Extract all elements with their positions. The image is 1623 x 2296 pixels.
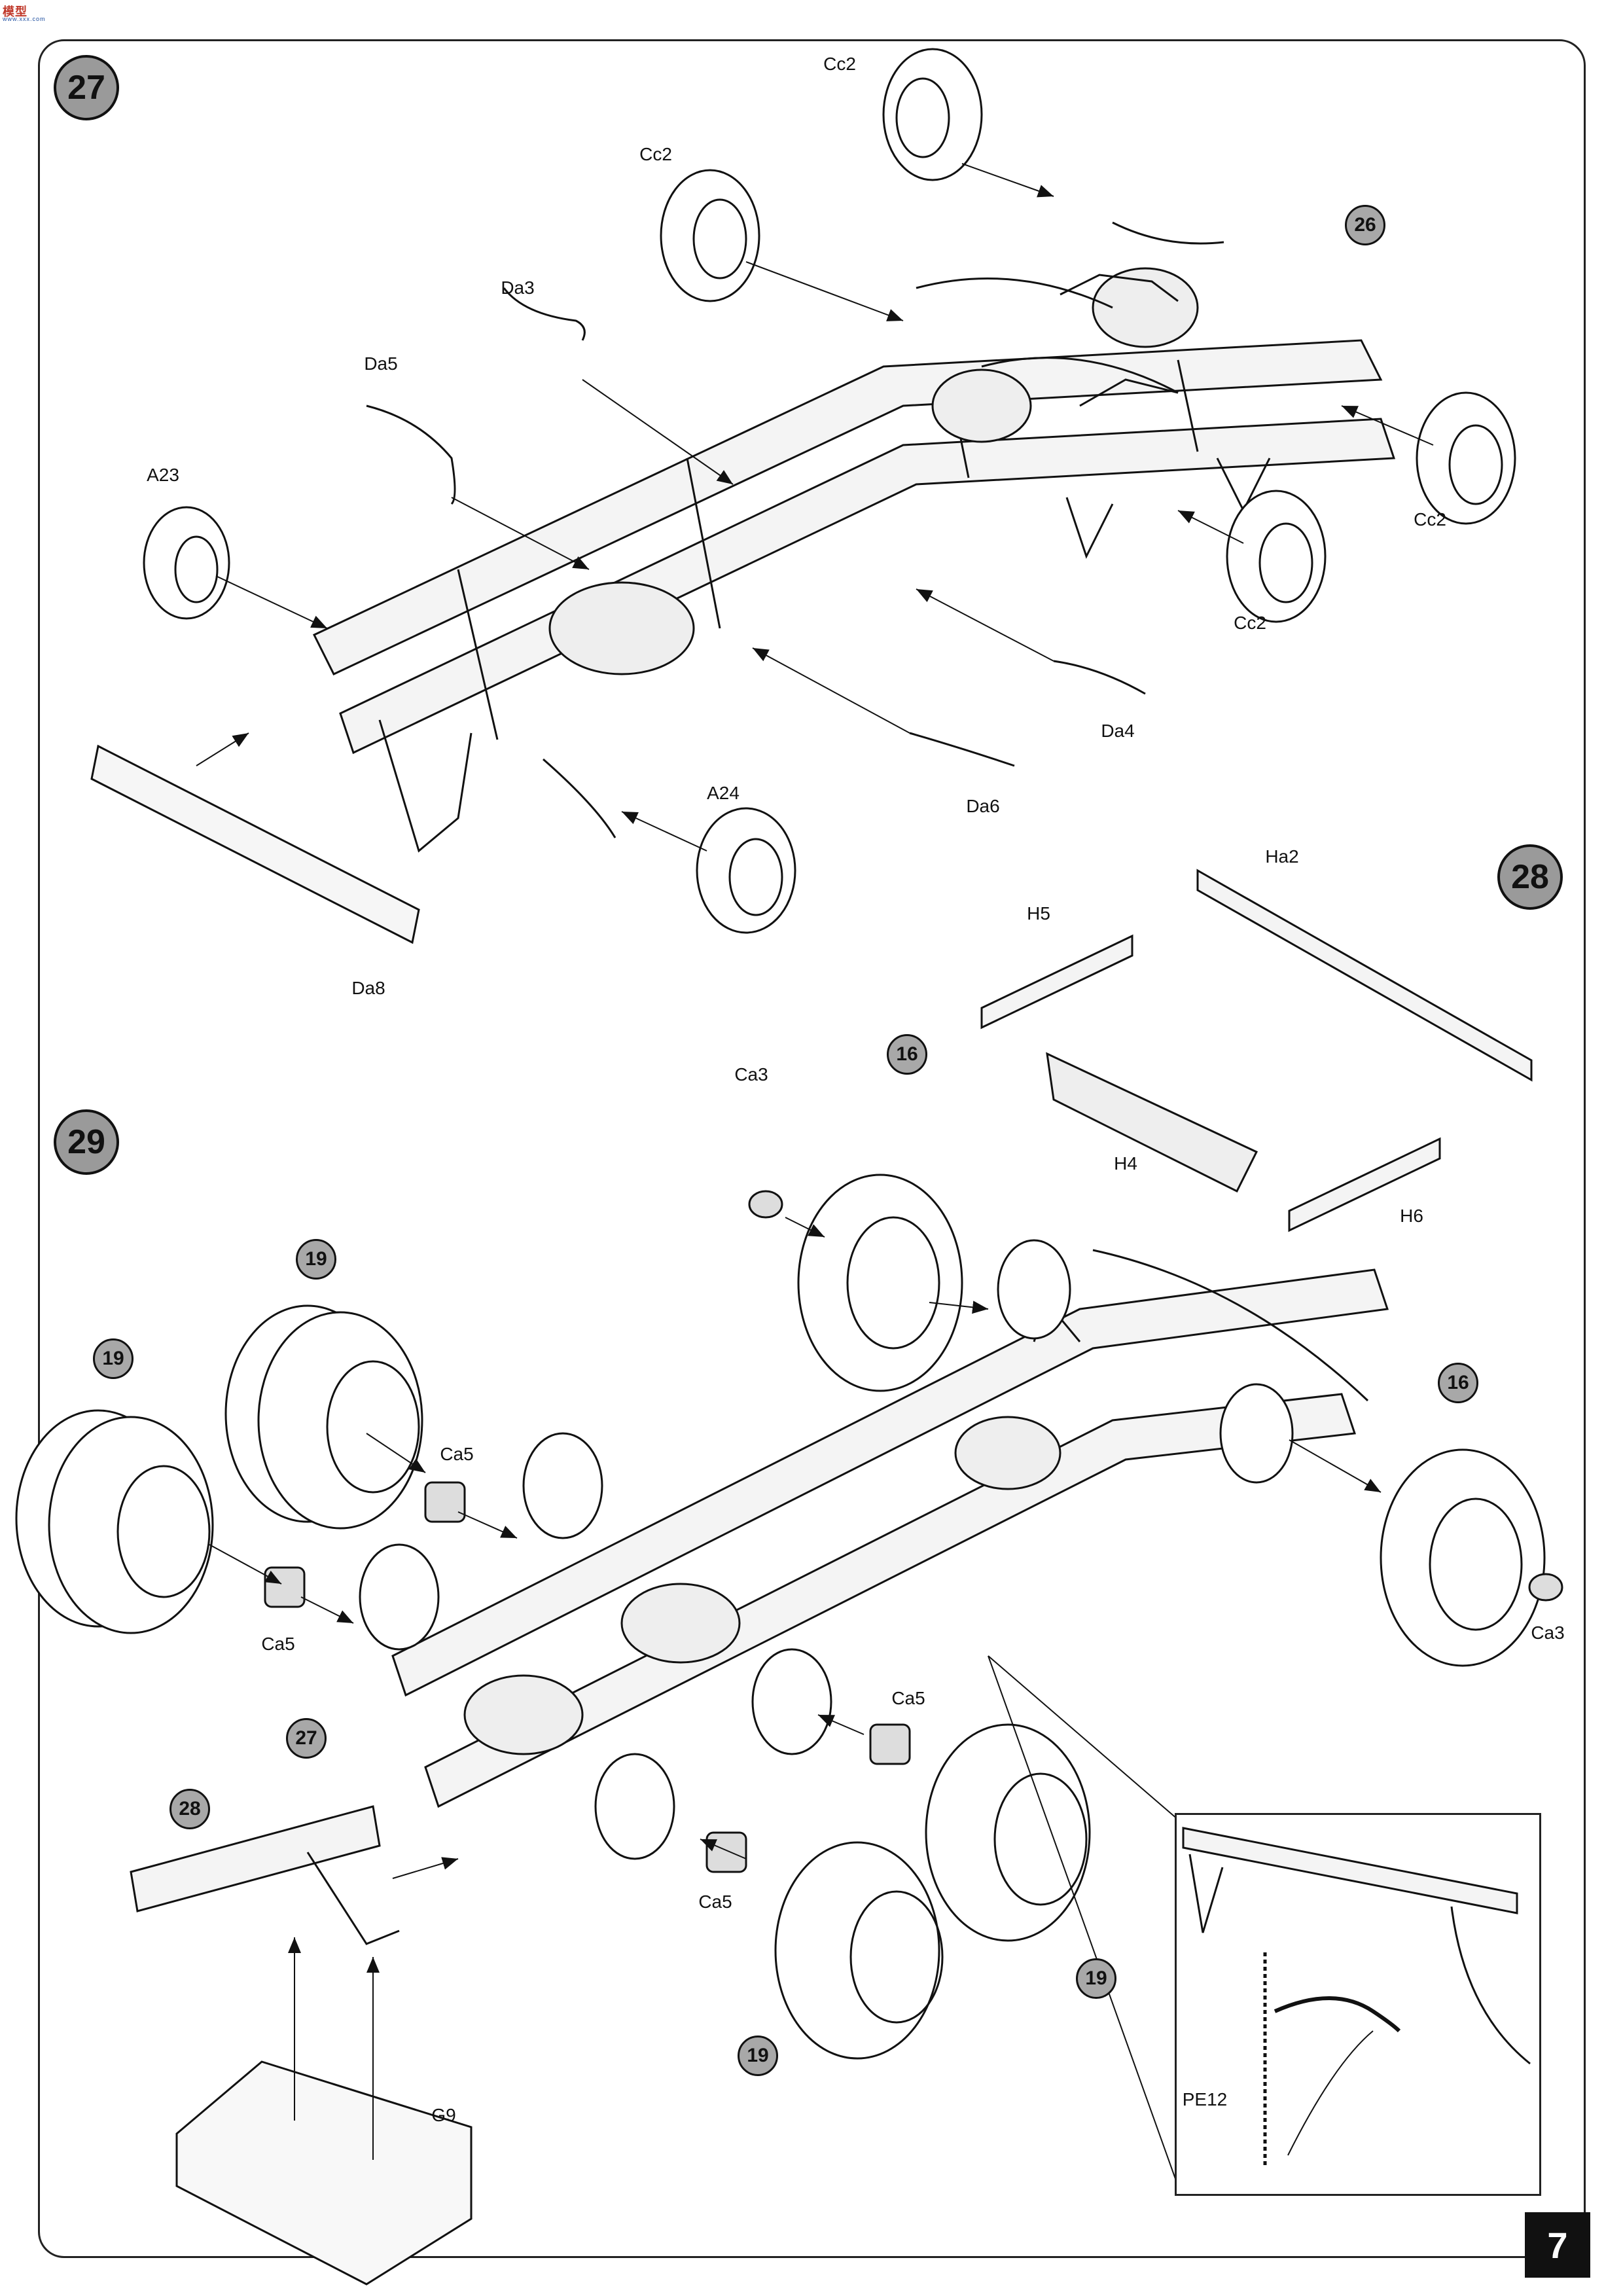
part-label-ca3: Ca3 [734,1064,768,1085]
sub-ref-19: 19 [296,1239,336,1280]
part-label-da6: Da6 [966,796,1000,816]
part-label-a23: A23 [147,465,179,485]
part-label-da4: Da4 [1101,721,1135,741]
step27-arrows [196,163,1434,852]
part-label-ca5: Ca5 [698,1892,732,1912]
step29-frame-end [130,1805,400,1945]
step29-wheels [15,1174,1546,2060]
part-label-da5: Da5 [364,353,398,374]
part-label-cc2: Cc2 [639,144,672,164]
sub-ref-27: 27 [286,1718,327,1759]
page-frame [38,39,1586,2258]
sub-ref-19: 19 [738,2036,778,2076]
sub-ref-text: 16 [896,1043,918,1065]
step27-front-bumper [90,744,420,944]
page-number: 7 [1525,2212,1590,2278]
sub-ref-text: 19 [102,1348,124,1369]
step-badge-28: 28 [1497,844,1563,910]
part-label-h5: H5 [1027,903,1050,924]
part-label-cc2: Cc2 [823,54,856,74]
sub-ref-16: 16 [1438,1363,1478,1403]
sub-ref-19: 19 [93,1338,134,1379]
step-badge-29: 29 [54,1109,119,1175]
part-label-ca5: Ca5 [891,1688,925,1708]
sub-ref-26: 26 [1345,205,1385,245]
detail-inset-illustration [1182,1827,1531,2168]
detail-inset: PE12 [1175,1813,1541,2196]
page-number-text: 7 [1547,2224,1568,2266]
part-label-da3: Da3 [501,278,535,298]
part-label-ca5: Ca5 [261,1634,295,1654]
sub-ref-19: 19 [1076,1958,1116,1999]
sub-ref-text: 19 [747,2045,769,2066]
sub-ref-28: 28 [169,1789,210,1829]
step28-crossmember [980,869,1533,1232]
step27-wheels [143,48,1516,934]
step27-chassis-frame [312,221,1396,853]
part-label-ca5: Ca5 [440,1444,474,1464]
step29-inset-callout-lines [988,1655,1179,2187]
step-number: 27 [67,69,105,107]
part-label-cc2: Cc2 [1414,509,1446,529]
sub-ref-16: 16 [887,1034,927,1075]
brand-logo: 模型 www.xxx.com [3,3,48,22]
part-label-h4: H4 [1114,1153,1137,1174]
step-number: 28 [1511,858,1549,896]
sub-ref-text: 28 [179,1798,201,1820]
step29-plate [175,1937,473,2286]
sub-ref-text: 16 [1447,1372,1469,1393]
part-label-da8: Da8 [351,978,385,998]
sub-ref-text: 19 [305,1248,327,1270]
step29-arrows [209,1217,1382,1879]
brand-logo-sub: www.xxx.com [3,16,46,22]
sub-ref-text: 26 [1354,214,1376,236]
part-label-h6: H6 [1400,1206,1423,1226]
part-label-ca3: Ca3 [1531,1623,1565,1643]
step-badge-27: 27 [54,55,119,120]
brand-logo-text: 模型 [3,5,27,18]
step-number: 29 [67,1123,105,1161]
part-label-g9: G9 [431,2105,456,2125]
sub-ref-text: 27 [295,1727,317,1749]
part-label-a24: A24 [707,783,740,803]
step27-brackets [366,287,1146,767]
part-label-cc2: Cc2 [1234,613,1266,633]
sub-ref-text: 19 [1085,1967,1107,1989]
part-label-pe12: PE12 [1182,2089,1228,2109]
part-label-ha2: Ha2 [1265,846,1299,867]
